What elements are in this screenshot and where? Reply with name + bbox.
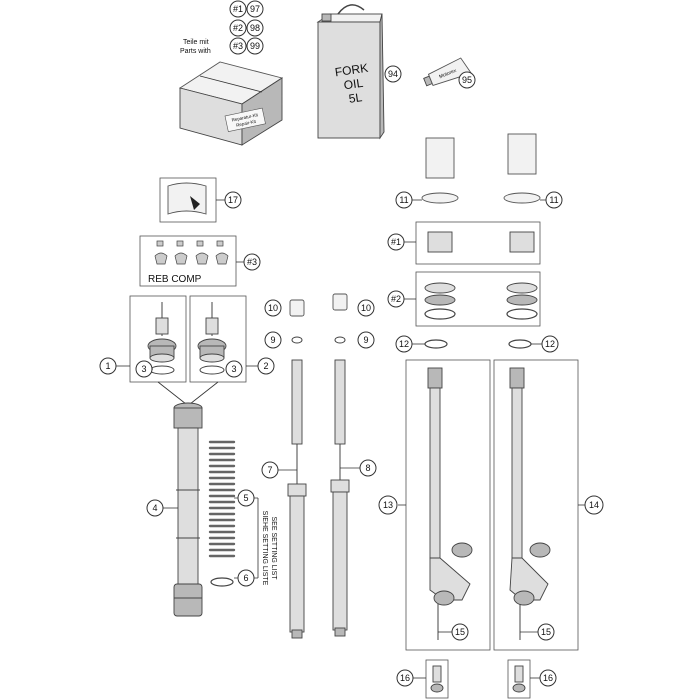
callout-99[interactable]: 99 [246,37,264,55]
callout-2[interactable]: 2 [257,357,275,375]
svg-text:4: 4 [152,503,157,513]
kit-ref-code: #3 [233,41,243,51]
o-rings-12 [412,339,542,349]
callout-kit-1-group[interactable]: #1 [387,233,405,251]
part-17-sleeve [159,177,226,223]
callout-15-left[interactable]: 15 [451,623,469,641]
svg-text:15: 15 [455,627,465,637]
callout-15-right[interactable]: 15 [537,623,555,641]
callout-3-left[interactable]: 3 [135,360,153,378]
svg-text:11: 11 [549,195,558,205]
svg-text:9: 9 [363,335,368,345]
bushing-kit-1 [403,221,541,265]
damping-cartridge-left [276,299,307,639]
svg-text:2: 2 [263,361,268,371]
svg-text:16: 16 [543,673,553,683]
fork-leg-left [398,359,491,651]
damping-cartridge-right [330,293,360,637]
repair-kit-box: Teile mit Parts with Reparatur-Kit Repai… [178,39,284,146]
kit-reference-table: #1 97 #2 98 #3 99 [229,0,264,55]
kit-box-label-line2: Repair-Kit [236,119,257,128]
setting-note-line2: SEE SETTING LIST [270,516,277,580]
callout-9-left[interactable]: 9 [264,331,282,349]
grease-tube: Motorex [423,57,472,87]
kit-ref-code: #1 [233,4,243,14]
svg-text:#3: #3 [247,257,257,267]
callout-kit-2-group[interactable]: #2 [387,290,405,308]
fork-spring [208,440,259,587]
can-label-line3: 5L [348,90,363,106]
callout-1[interactable]: 1 [99,357,117,375]
callout-12-left[interactable]: 12 [395,335,413,353]
svg-text:#2: #2 [391,294,401,304]
callout-14[interactable]: 14 [584,495,604,515]
svg-text:1: 1 [105,361,110,371]
callout-5[interactable]: 5 [237,489,255,507]
callout-kit-3[interactable]: #3 [229,37,247,55]
svg-text:9: 9 [270,335,275,345]
callout-16-right[interactable]: 16 [539,669,557,687]
svg-text:3: 3 [231,364,236,374]
kit-label-line2: Parts with [180,48,211,55]
callout-kit-1[interactable]: #1 [229,0,247,18]
callout-16-left[interactable]: 16 [396,669,414,687]
kit-ref-number: 98 [250,23,260,33]
kit-label-line1: Teile mit [183,39,209,46]
svg-text:5: 5 [243,493,248,503]
bleed-screws [413,659,540,699]
callout-95[interactable]: 95 [458,71,476,89]
fork-leg-right [493,359,586,651]
can-label-line1: FORK [334,61,369,80]
svg-text:12: 12 [399,339,409,349]
callout-6[interactable]: 6 [237,569,255,587]
callout-10-right[interactable]: 10 [357,299,375,317]
kit-ref-code: #2 [233,23,243,33]
can-label-line2: OIL [343,76,364,93]
svg-text:94: 94 [388,69,398,79]
outer-tube [163,402,203,617]
callout-7[interactable]: 7 [261,461,279,479]
svg-text:13: 13 [383,500,393,510]
svg-text:14: 14 [589,500,599,510]
callout-8[interactable]: 8 [359,459,377,477]
callout-94[interactable]: 94 [384,65,402,83]
svg-text:12: 12 [545,339,555,349]
setting-note-line1: SIEHE SETTING LISTE [261,511,268,586]
reb-comp-adjuster-kit: REB COMP [139,235,244,287]
reb-comp-label: REB COMP [148,274,202,285]
callout-12-right[interactable]: 12 [541,335,559,353]
svg-text:#1: #1 [391,237,401,247]
damper-head-right [189,295,247,383]
svg-text:10: 10 [361,303,371,313]
callout-11-left[interactable]: 11 [395,191,413,209]
callout-98[interactable]: 98 [246,19,264,37]
callout-97[interactable]: 97 [246,0,264,18]
callout-11-right[interactable]: 11 [545,191,563,209]
svg-text:7: 7 [267,465,272,475]
svg-text:3: 3 [141,364,146,374]
kit-box-label-line1: Reparatur-Kit [231,112,259,123]
svg-text:17: 17 [228,195,238,205]
kit-ref-number: 99 [250,41,260,51]
svg-text:95: 95 [462,75,472,85]
svg-text:10: 10 [268,303,278,313]
svg-text:6: 6 [243,573,248,583]
callout-17[interactable]: 17 [224,191,242,209]
callout-kit-3-group[interactable]: #3 [243,253,261,271]
svg-text:11: 11 [399,195,408,205]
svg-text:15: 15 [541,627,551,637]
callout-3-right[interactable]: 3 [225,360,243,378]
callout-kit-2[interactable]: #2 [229,19,247,37]
callout-9-right[interactable]: 9 [357,331,375,349]
fork-oil-can: FORK OIL 5L [316,4,385,140]
svg-text:8: 8 [365,463,370,473]
seal-kit-2 [403,271,541,327]
kit-ref-number: 97 [250,4,260,14]
callout-10-left[interactable]: 10 [264,299,282,317]
callout-4[interactable]: 4 [146,499,164,517]
callout-13[interactable]: 13 [378,495,398,515]
svg-text:16: 16 [400,673,410,683]
fork-caps [412,133,548,204]
